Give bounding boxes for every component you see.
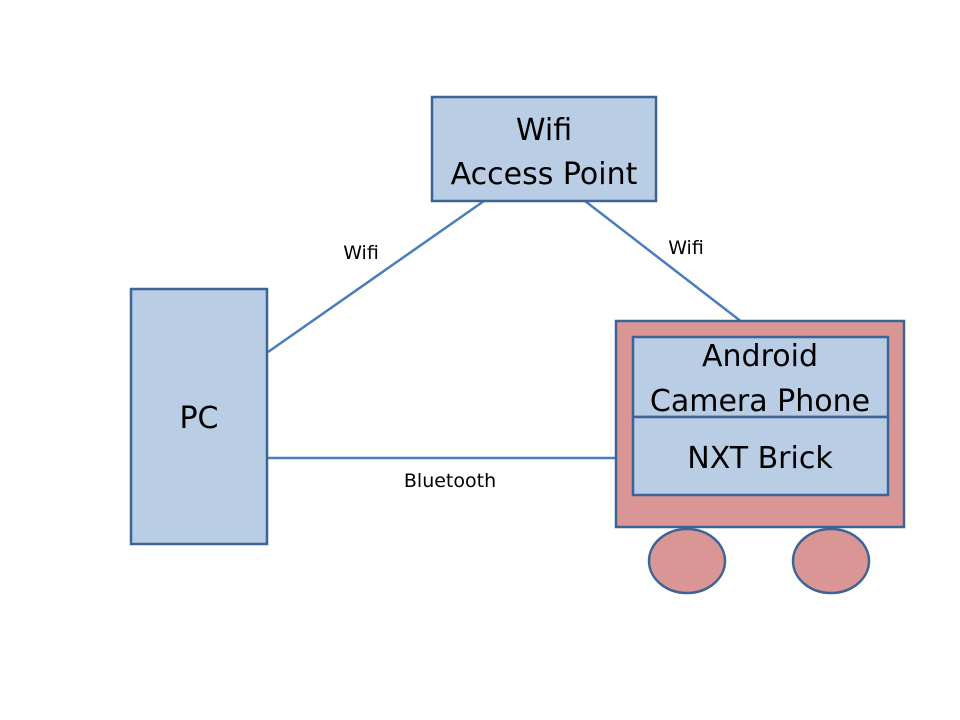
nxt-label: NXT Brick [687, 441, 833, 476]
edge-label-pc-to-access-point: Wifi [343, 242, 379, 264]
pc-box [129, 287, 269, 546]
pc-node: PC [129, 287, 269, 546]
robot-wheel-right [791, 527, 871, 595]
phone-box [631, 335, 890, 419]
access-point-label-line1: Wifi [516, 113, 572, 148]
access-point-label-line2: Access Point [451, 157, 638, 192]
edge-access-point-to-phone [584, 200, 761, 337]
phone-node: Android Camera Phone [631, 335, 890, 419]
pc-label: PC [179, 401, 218, 436]
phone-label-line1: Android [702, 339, 818, 374]
edge-label-access-point-to-phone: Wifi [668, 237, 704, 259]
nxt-node: NXT Brick [631, 415, 890, 497]
edge-pc-to-access-point [267, 199, 485, 354]
access-point-node: Wifi Access Point [430, 95, 658, 203]
access-point-box [430, 95, 658, 203]
edge-label-pc-to-nxt: Bluetooth [404, 470, 496, 492]
robot: Android Camera Phone NXT Brick [614, 319, 906, 595]
robot-wheel-left [647, 527, 727, 595]
phone-label-line2: Camera Phone [650, 384, 870, 419]
nxt-box [631, 415, 890, 497]
